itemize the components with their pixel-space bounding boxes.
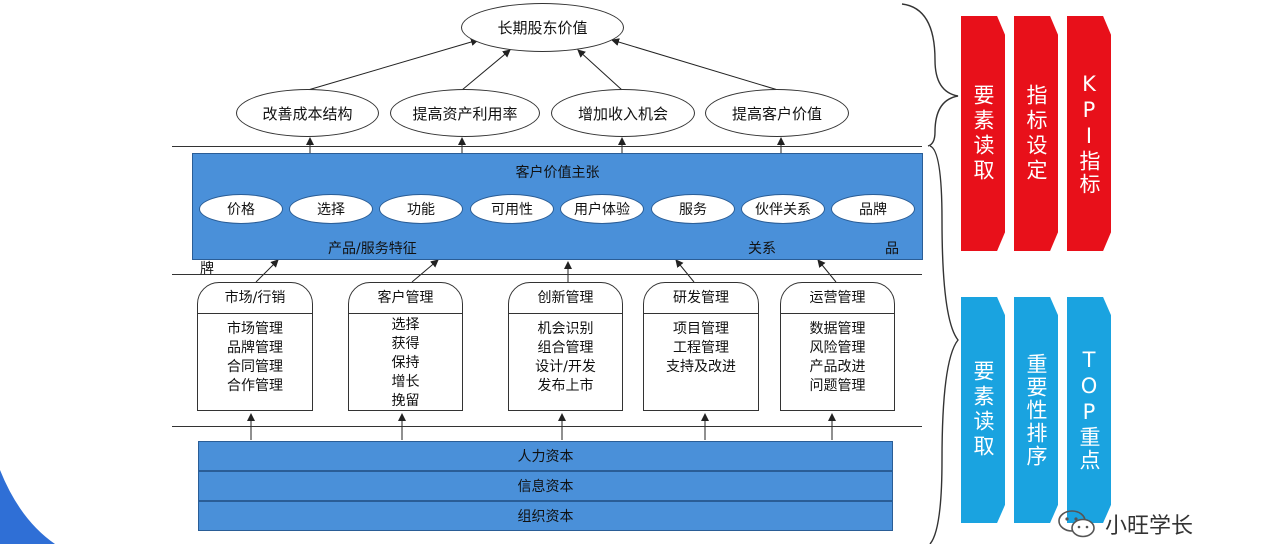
department-items: 项目管理 工程管理 支持及改进: [644, 314, 758, 377]
red-step-text: KPI指标: [1077, 71, 1101, 196]
department-item: 品牌管理: [227, 340, 283, 356]
red-step-text: 指标设定: [1024, 83, 1048, 184]
red-step-arrow: 指标设定: [1014, 16, 1058, 251]
value-item-label: 用户体验: [574, 202, 630, 218]
department-items: 市场管理 品牌管理 合同管理 合作管理: [198, 314, 312, 396]
value-item-pill: 功能: [379, 194, 463, 224]
department-item: 支持及改进: [666, 359, 736, 375]
value-item-pill: 选择: [289, 194, 373, 224]
product-feature-label: 产品/服务特征: [328, 241, 417, 257]
department-item: 风险管理: [809, 340, 866, 356]
department-items: 数据管理 风险管理 产品改进 问题管理: [781, 314, 894, 396]
department-card: 创新管理 机会识别 组合管理 设计/开发 发布上市: [508, 282, 623, 411]
value-item-pill: 品牌: [831, 194, 915, 224]
value-proposition-title: 客户价值主张: [515, 165, 600, 181]
department-item: 保持: [391, 355, 420, 371]
watermark-text: 小旺学长: [1105, 514, 1194, 539]
wechat-icon: [1058, 510, 1095, 538]
strategy-ellipse: 增加收入机会: [551, 89, 695, 137]
department-items: 选择 获得 保持 增长 挽留: [349, 314, 462, 411]
red-step-text: 要素读取: [971, 83, 995, 184]
brand-label-part-2: 牌: [200, 261, 214, 277]
value-item-pill: 服务: [651, 194, 735, 224]
brand-label-part-1: 品: [885, 241, 899, 257]
relation-label: 关系: [748, 241, 776, 257]
red-step-arrow: 要素读取: [961, 16, 1005, 251]
department-card: 研发管理 项目管理 工程管理 支持及改进: [643, 282, 759, 411]
separator-2: [172, 274, 922, 275]
value-item-label: 可用性: [491, 202, 533, 218]
department-card: 市场/行销 市场管理 品牌管理 合同管理 合作管理: [197, 282, 313, 411]
value-item-label: 服务: [679, 202, 707, 218]
department-item: 选择: [391, 317, 420, 333]
value-item-pill: 可用性: [470, 194, 554, 224]
value-item-label: 选择: [317, 202, 345, 218]
blue-step-text: 重要性排序: [1024, 352, 1048, 468]
department-item: 组合管理: [537, 340, 594, 356]
blue-step-text: TOP重点: [1077, 348, 1101, 472]
strategy-label: 提高资产利用率: [412, 104, 518, 123]
department-title: 运营管理: [781, 283, 894, 314]
department-title: 研发管理: [644, 283, 758, 314]
department-item: 市场管理: [227, 321, 283, 337]
blue-step-arrow: 要素读取: [961, 297, 1005, 523]
capital-bar: 人力资本: [198, 441, 893, 471]
blue-step-arrow: TOP重点: [1067, 297, 1111, 523]
department-title: 创新管理: [509, 283, 622, 314]
value-item-pill: 用户体验: [560, 194, 644, 224]
department-item: 工程管理: [673, 340, 729, 356]
value-proposition-box: 客户价值主张 价格 选择 功能 可用性 用户体验 服务 伙伴关系 品牌 产品/服…: [192, 153, 923, 260]
capital-label: 信息资本: [517, 479, 574, 495]
strategy-ellipse: 提高资产利用率: [390, 89, 540, 137]
value-item-label: 价格: [227, 202, 255, 218]
department-item: 挽留: [391, 393, 420, 409]
strategy-label: 增加收入机会: [577, 104, 668, 123]
department-card: 运营管理 数据管理 风险管理 产品改进 问题管理: [780, 282, 895, 411]
value-item-label: 伙伴关系: [755, 202, 811, 218]
red-step-arrow: KPI指标: [1067, 16, 1111, 251]
separator-3: [172, 426, 922, 427]
value-item-pill: 伙伴关系: [741, 194, 825, 224]
blue-step-arrow: 重要性排序: [1014, 297, 1058, 523]
department-card: 客户管理 选择 获得 保持 增长 挽留: [348, 282, 463, 411]
value-item-label: 品牌: [859, 202, 887, 218]
department-item: 增长: [391, 374, 420, 390]
top-goal-label: 长期股东价值: [497, 19, 588, 37]
department-item: 数据管理: [809, 321, 866, 337]
department-item: 合作管理: [227, 378, 283, 394]
department-items: 机会识别 组合管理 设计/开发 发布上市: [509, 314, 622, 396]
department-title: 客户管理: [349, 283, 462, 314]
top-goal-ellipse: 长期股东价值: [461, 3, 624, 52]
department-title: 市场/行销: [198, 283, 312, 314]
separator-1: [172, 146, 922, 147]
department-item: 问题管理: [809, 378, 866, 394]
department-item: 获得: [391, 336, 420, 352]
strategy-label: 改善成本结构: [262, 104, 353, 123]
watermark: 小旺学长: [1057, 508, 1193, 540]
department-item: 合同管理: [227, 359, 283, 375]
department-item: 项目管理: [673, 321, 729, 337]
value-item-pill: 价格: [199, 194, 283, 224]
strategy-label: 提高客户价值: [731, 104, 822, 123]
strategy-ellipse: 提高客户价值: [705, 89, 849, 137]
department-item: 发布上市: [537, 378, 594, 394]
capital-bar: 信息资本: [198, 471, 893, 501]
value-item-label: 功能: [407, 202, 435, 218]
blue-step-text: 要素读取: [971, 360, 995, 460]
department-item: 设计/开发: [535, 359, 596, 375]
capital-label: 人力资本: [517, 449, 574, 465]
capital-bar: 组织资本: [198, 501, 893, 531]
department-item: 产品改进: [809, 359, 866, 375]
department-item: 机会识别: [537, 321, 594, 337]
strategy-ellipse: 改善成本结构: [236, 89, 379, 137]
capital-label: 组织资本: [517, 509, 574, 525]
